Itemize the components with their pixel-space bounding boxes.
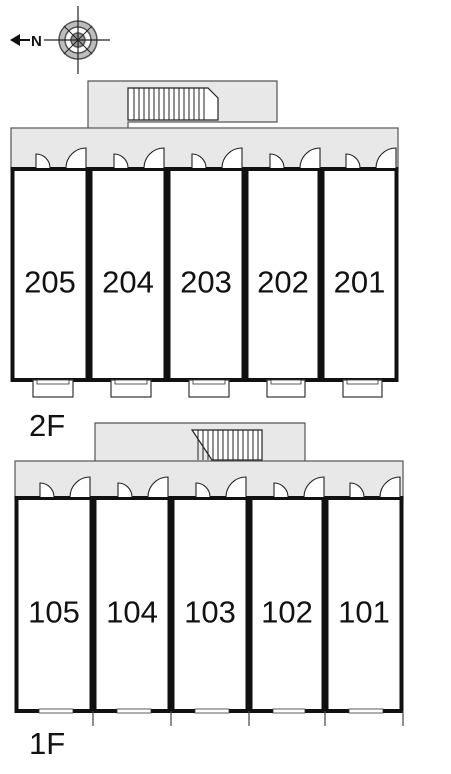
room-number: 102 — [261, 595, 313, 630]
room-203: 203 — [166, 147, 246, 398]
room-number: 101 — [338, 595, 390, 630]
door-icon — [269, 147, 321, 169]
door-icon — [113, 147, 165, 169]
window — [170, 708, 230, 726]
room-walls — [14, 496, 94, 713]
room-201: 201 — [320, 147, 399, 398]
compass-rose-icon — [44, 6, 110, 74]
room-number: 203 — [180, 265, 232, 300]
room-105: 105 — [14, 476, 94, 714]
room-number: 103 — [184, 595, 236, 630]
room-walls — [244, 167, 322, 382]
window — [248, 708, 306, 726]
door-icon — [195, 476, 247, 498]
north-arrow-icon — [10, 34, 30, 46]
balcony — [342, 379, 383, 398]
door-icon — [273, 476, 325, 498]
balcony — [266, 379, 306, 398]
balcony — [32, 379, 74, 398]
room-104: 104 — [92, 476, 172, 726]
door-icon — [35, 147, 87, 169]
door-icon — [349, 476, 401, 498]
window — [38, 708, 74, 714]
staircase-icon — [127, 87, 219, 121]
room-walls — [324, 496, 404, 713]
balcony — [110, 379, 152, 398]
window — [324, 708, 384, 726]
room-number: 205 — [24, 265, 76, 300]
room-101: 101 — [324, 476, 404, 726]
floor-2f: 205 204 203 202 201 2F — [10, 80, 399, 443]
staircase-icon — [190, 429, 263, 461]
compass: N — [10, 6, 110, 74]
room-number: 204 — [102, 265, 154, 300]
room-number: 105 — [28, 595, 80, 630]
room-walls — [10, 167, 90, 382]
room-number: 202 — [257, 265, 309, 300]
door-icon — [345, 147, 397, 169]
room-205: 205 — [10, 147, 90, 398]
room-204: 204 — [88, 147, 168, 398]
window — [92, 708, 152, 726]
north-label: N — [31, 33, 42, 50]
door-icon — [39, 476, 91, 498]
floor-1f: 105 104 103 102 101 1F — [14, 422, 404, 761]
floor-label-2f: 2F — [29, 408, 65, 443]
room-202: 202 — [244, 147, 322, 398]
room-103: 103 — [170, 476, 250, 726]
room-number: 104 — [106, 595, 158, 630]
floor-label-1f: 1F — [29, 726, 65, 761]
room-102: 102 — [248, 476, 326, 726]
door-icon — [117, 476, 169, 498]
room-number: 201 — [334, 265, 386, 300]
balcony — [188, 379, 230, 398]
door-icon — [191, 147, 243, 169]
